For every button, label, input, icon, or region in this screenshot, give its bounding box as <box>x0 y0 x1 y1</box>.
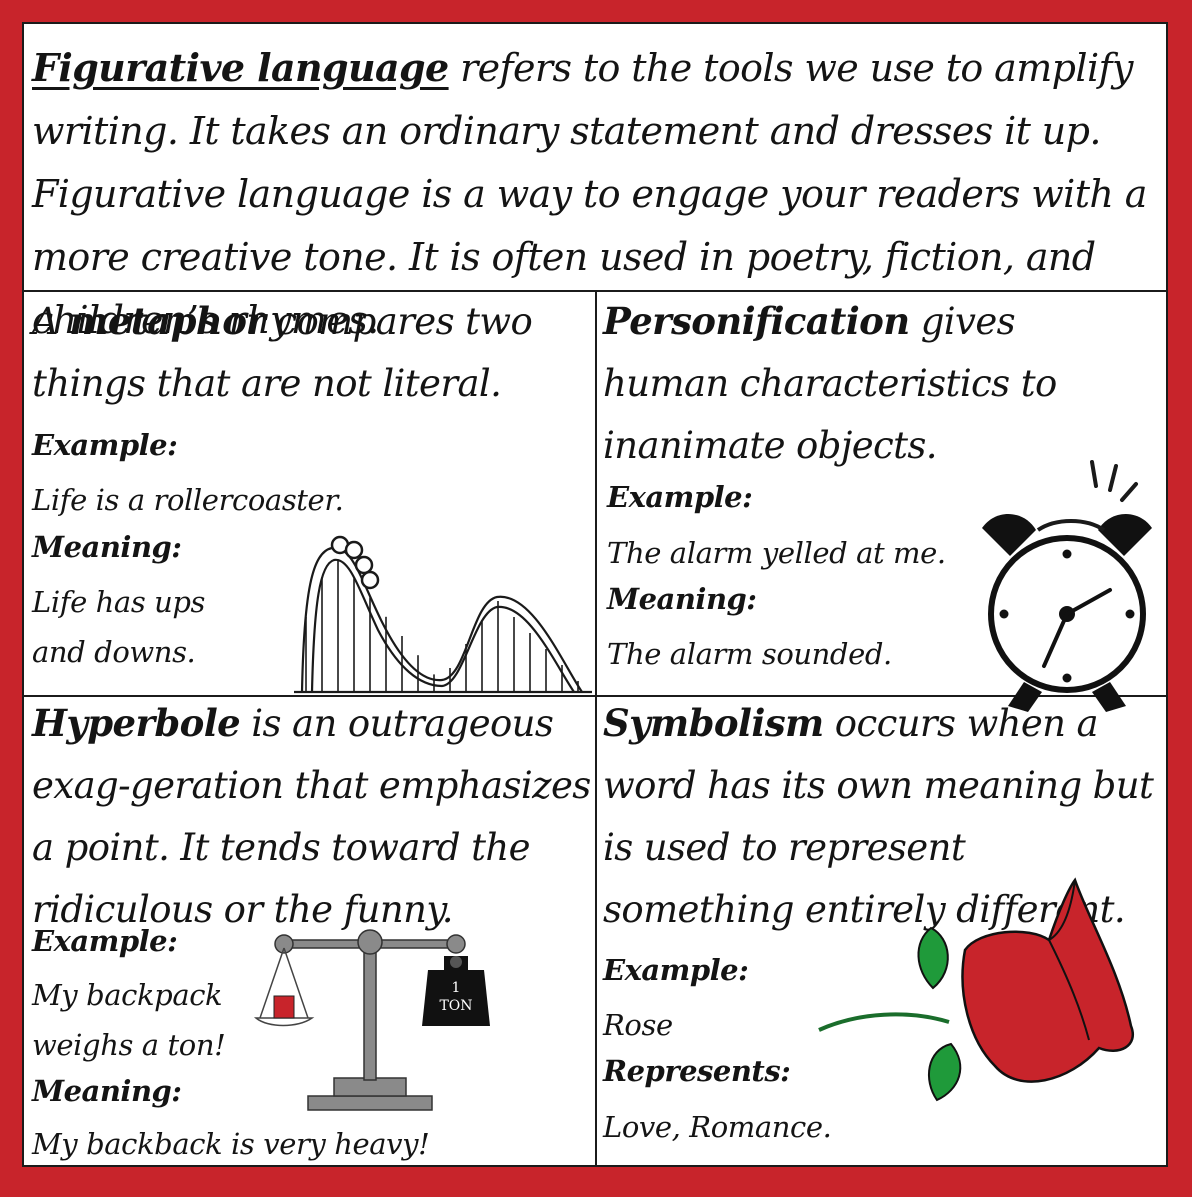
personification-example-label: Example: <box>607 480 753 514</box>
metaphor-term: metaphor <box>69 299 266 343</box>
hyperbole-term: Hyperbole <box>32 701 241 745</box>
personification-text: gives human characteristics to inanimate… <box>603 300 1057 467</box>
balance-scale-icon: 1 TON <box>253 929 490 1111</box>
personification-term: Personification <box>603 299 910 343</box>
hyperbole-example-label: Example: <box>32 924 178 958</box>
hyperbole-text: is an outrageous exag-geration that emph… <box>32 702 591 931</box>
symbolism-example-label: Example: <box>603 953 749 987</box>
metaphor-example: Life is a rollercoaster. <box>32 483 344 517</box>
weight-label-line1: 1 <box>452 980 461 996</box>
hyperbole-definition: Hyperbole is an outrageous exag-geration… <box>32 692 592 941</box>
metaphor-example-label: Example: <box>32 428 178 462</box>
metaphor-meaning-line2: and downs. <box>32 635 196 669</box>
symbolism-represents: Love, Romance. <box>603 1110 832 1144</box>
hyperbole-example-line2: weighs a ton! <box>32 1028 226 1062</box>
personification-meaning-label: Meaning: <box>607 582 757 616</box>
personification-definition: Personification gives human characterist… <box>603 290 1143 477</box>
hyperbole-meaning-label: Meaning: <box>32 1074 182 1108</box>
hyperbole-example-line1: My backpack <box>32 978 223 1012</box>
hyperbole-meaning: My backback is very heavy! <box>32 1127 430 1161</box>
weight-label-line2: TON <box>439 998 472 1014</box>
poster-frame: Figurative language refers to the tools … <box>22 22 1168 1167</box>
metaphor-text: compares two things that are not literal… <box>32 300 533 405</box>
symbolism-definition: Symbolism occurs when a word has its own… <box>603 692 1163 941</box>
intro-text: refers to the tools we use to amplify wr… <box>32 46 1147 342</box>
intro-term: Figurative language <box>32 45 449 90</box>
rollercoaster-icon <box>294 535 592 694</box>
symbolism-text: occurs when a word has its own meaning b… <box>603 702 1154 931</box>
symbolism-represents-label: Represents: <box>603 1054 791 1088</box>
alarm-clock-icon <box>982 460 1152 712</box>
metaphor-meaning-line1: Life has ups <box>32 585 206 619</box>
rose-icon <box>818 877 1134 1102</box>
intro-paragraph: Figurative language refers to the tools … <box>32 36 1160 352</box>
metaphor-lead: A <box>32 300 70 343</box>
symbolism-example: Rose <box>603 1008 673 1042</box>
personification-meaning: The alarm sounded. <box>607 637 892 671</box>
metaphor-definition: A metaphor compares two things that are … <box>32 290 552 415</box>
metaphor-meaning-label: Meaning: <box>32 530 182 564</box>
symbolism-term: Symbolism <box>603 701 824 745</box>
divider-vertical <box>595 291 597 1165</box>
personification-example: The alarm yelled at me. <box>607 536 946 570</box>
